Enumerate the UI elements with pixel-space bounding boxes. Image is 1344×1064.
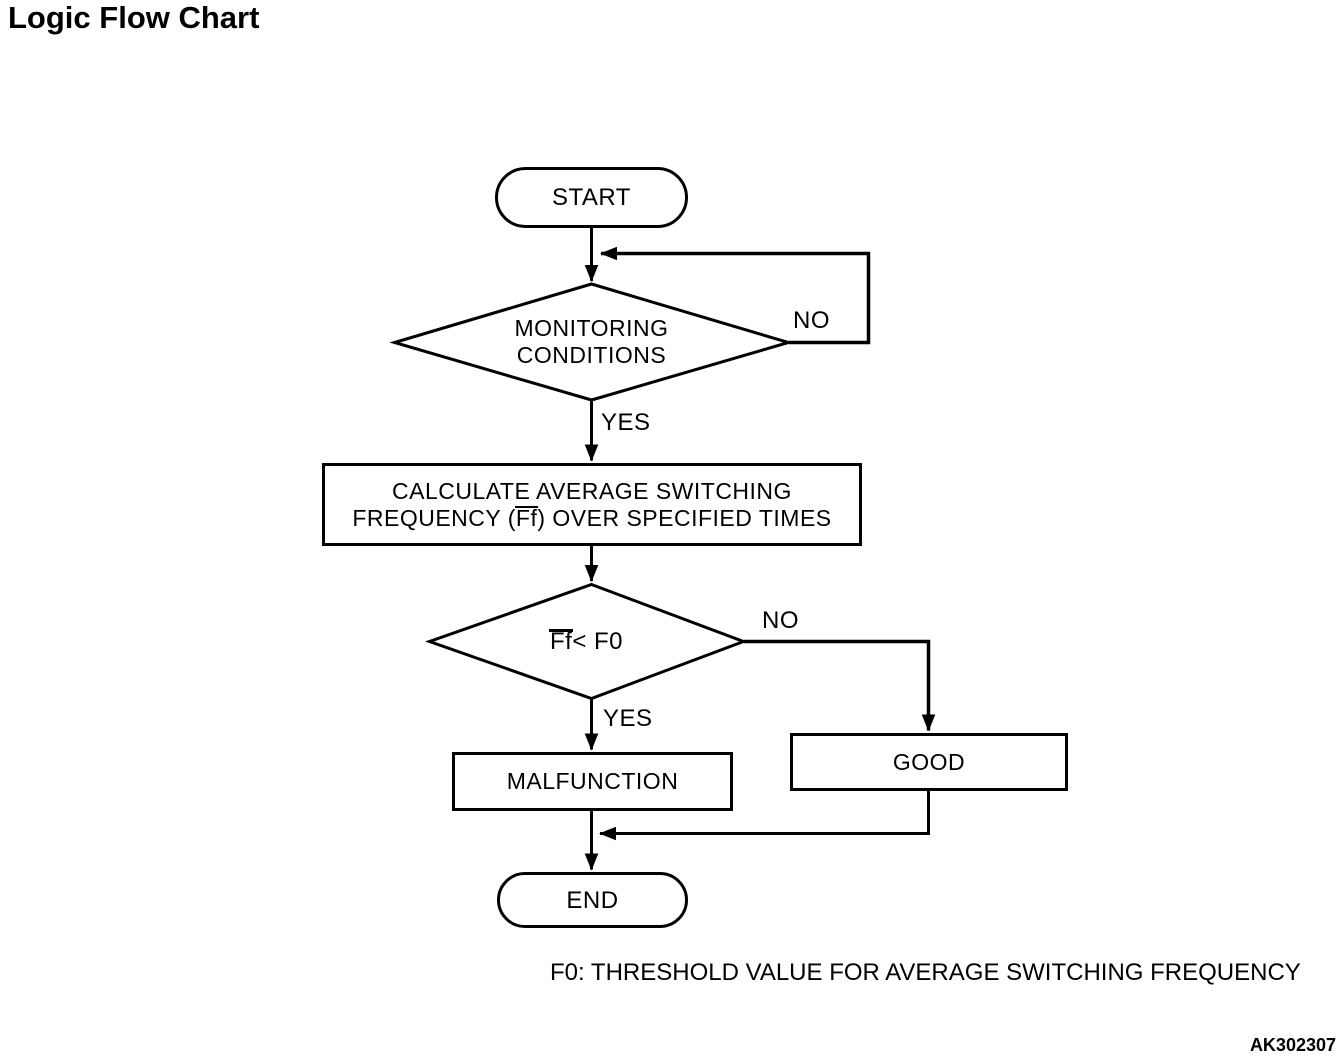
ff-no-label: NO bbox=[762, 607, 799, 634]
footnote-f0-definition: F0: THRESHOLD VALUE FOR AVERAGE SWITCHIN… bbox=[550, 959, 1301, 986]
good-node-label: GOOD bbox=[892, 748, 966, 775]
start-node-label: START bbox=[552, 184, 631, 211]
figure-code: AK302307 bbox=[1249, 1035, 1336, 1055]
calculate-line2: FREQUENCY (Ff) OVER SPECIFIED TIMES bbox=[352, 505, 831, 532]
monitoring-yes-label: YES bbox=[601, 409, 651, 436]
monitoring-no-label: NO bbox=[793, 307, 830, 334]
end-node-shape bbox=[497, 872, 688, 928]
ff-decision-overlined: Ff bbox=[548, 628, 574, 655]
calculate-ff-overlined: Ff bbox=[514, 504, 539, 531]
calculate-process-label: CALCULATE AVERAGE SWITCHING FREQUENCY (F… bbox=[322, 463, 862, 546]
edge-monitoring-no-loop bbox=[599, 246, 871, 345]
calculate-process-shape bbox=[322, 463, 862, 546]
monitoring-decision-label: MONITORING CONDITIONS bbox=[393, 283, 790, 401]
ff-decision-suffix: < F0 bbox=[572, 628, 624, 655]
malfunction-node-shape bbox=[452, 752, 733, 811]
calculate-line2-suffix: ) OVER SPECIFIED TIMES bbox=[537, 504, 832, 531]
calculate-line2-prefix: FREQUENCY ( bbox=[352, 504, 516, 531]
calculate-line1: CALCULATE AVERAGE SWITCHING bbox=[392, 477, 792, 504]
ff-decision-label: Ff < F0 bbox=[428, 583, 745, 700]
edge-ff-no-to-good bbox=[744, 639, 936, 732]
ff-decision-shape bbox=[424, 582, 748, 701]
monitoring-line2: CONDITIONS bbox=[516, 342, 667, 368]
good-node-shape bbox=[790, 733, 1068, 791]
edge-good-to-merge bbox=[598, 790, 930, 841]
malfunction-node-label: MALFUNCTION bbox=[506, 768, 679, 794]
end-node-label: END bbox=[566, 886, 619, 914]
page-title: Logic Flow Chart bbox=[8, 0, 260, 35]
monitoring-line1: MONITORING bbox=[514, 315, 669, 341]
ff-yes-label: YES bbox=[603, 705, 653, 732]
